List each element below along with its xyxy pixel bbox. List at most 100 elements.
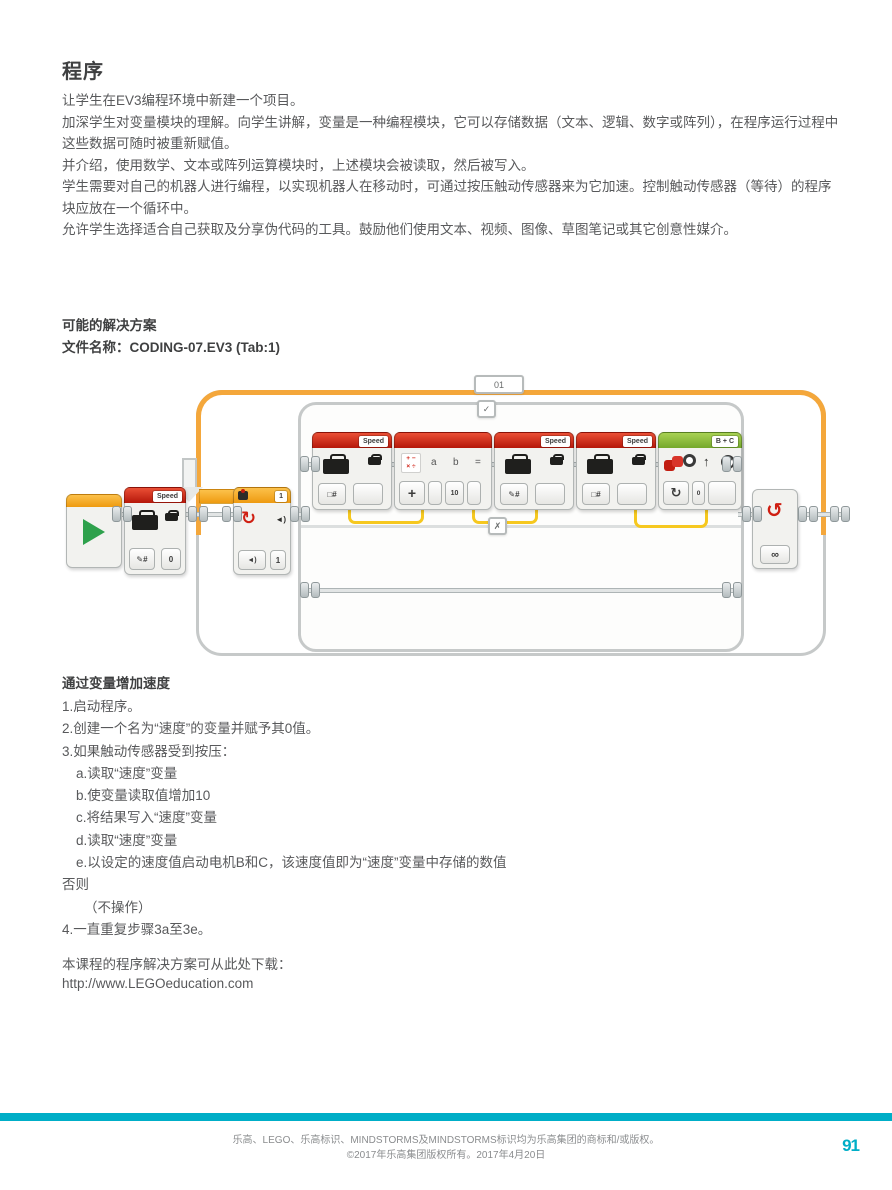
start-block — [66, 494, 122, 568]
loop-end-block: ↺ ∞ — [752, 489, 798, 569]
pressed-state-icon: ◄) — [275, 515, 286, 524]
intro-paragraph: 让学生在EV3编程环境中新建一个项目。 — [62, 93, 304, 108]
false-branch-wire — [301, 588, 741, 593]
start-block-cap — [66, 494, 122, 507]
variable-block-header: Speed — [312, 432, 392, 448]
data-wire — [634, 510, 708, 528]
intro-paragraph: 允许学生选择适合自己获取及分享伪代码的工具。鼓励他们使用文本、视频、图像、草图笔… — [62, 222, 737, 237]
sequence-wire — [792, 512, 850, 517]
wire-plug — [300, 582, 320, 598]
wire-plug — [112, 506, 132, 522]
math-a-label: a — [431, 457, 437, 468]
pseudocode-line: b.使变量读取值增加10 — [76, 788, 211, 804]
wait-state-button: ◄) — [238, 550, 266, 570]
footer-trademark: 乐高、LEGO、乐高标识、MINDSTORMS及MINDSTORMS标识均为乐高… — [232, 1135, 660, 1146]
wait-port-tab: 1 — [275, 490, 287, 502]
loop-start-pad — [199, 489, 235, 504]
solution-heading: 可能的解决方案 — [62, 318, 157, 333]
variable-icon — [132, 510, 158, 530]
plus-mode-button: + — [399, 481, 425, 505]
variable-name-tab: Speed — [358, 435, 388, 447]
switch-true-tab: ✓ — [477, 400, 496, 418]
wait-touch-sensor-block: 1 ↻ ◄) ◄) 1 — [233, 487, 291, 575]
pseudocode-line: e.以设定的速度值启动电机B和C，该速度值即为“速度”变量中存储的数值 — [76, 855, 507, 871]
pseudocode-line: c.将结果写入“速度”变量 — [76, 810, 217, 826]
write-numeric-mode-button: ✎# — [129, 548, 155, 570]
pseudocode-line: d.读取“速度”变量 — [76, 832, 178, 848]
pseudocode-list: 1.启动程序。 2.创建一个名为“速度”的变量并赋予其0值。 3.如果触动传感器… — [62, 696, 842, 941]
variable-value-plug: 0 — [161, 548, 181, 570]
touch-sensor-icon — [238, 489, 248, 500]
file-name: 文件名称：CODING-07.EV3 (Tab:1) — [62, 340, 281, 355]
on-mode-button: ↻ — [663, 481, 689, 505]
variable-block-header: Speed — [494, 432, 574, 448]
wire-plug — [188, 506, 208, 522]
download-link[interactable]: http://www.LEGOeducation.com — [62, 976, 254, 991]
move-block-header: B + C — [658, 432, 742, 448]
change-mode-icon: ↻ — [241, 508, 257, 528]
math-equals-label: = — [475, 457, 481, 468]
math-result-plug — [467, 481, 481, 505]
math-a-input-plug — [428, 481, 442, 505]
switch-branch-divider — [301, 525, 741, 528]
pseudocode-line: 2.创建一个名为“速度”的变量并赋予其0值。 — [62, 721, 320, 737]
wire-plug — [722, 456, 742, 472]
loop-repeat-icon: ↺ — [766, 500, 783, 522]
variable-small-icon — [632, 454, 646, 465]
variable-name-tab: Speed — [622, 435, 652, 447]
wire-plug — [290, 506, 310, 522]
play-icon — [83, 519, 105, 545]
intro-text: 让学生在EV3编程环境中新建一个项目。 加深学生对变量模块的理解。向学生讲解，变… — [62, 90, 842, 241]
switch-false-tab: ✗ — [488, 517, 507, 535]
variable-output-plug — [617, 483, 647, 505]
variable-icon — [323, 454, 349, 474]
direction-arrow-icon: ↑ — [703, 454, 710, 469]
wire-plug — [742, 506, 762, 522]
variable-small-icon — [550, 454, 564, 465]
variable-output-plug — [353, 483, 383, 505]
math-block-header — [394, 432, 492, 448]
move-steering-block: B + C ↑ ↻ 0 — [658, 432, 742, 510]
intro-paragraph: 加深学生对变量模块的理解。向学生讲解，变量是一种编程模块，它可以存储数据（文本、… — [62, 114, 839, 152]
write-numeric-mode-button: ✎# — [500, 483, 528, 505]
pseudocode-line: 否则 — [62, 877, 89, 893]
steering-value-plug: 0 — [692, 481, 705, 505]
variable-small-icon — [368, 454, 382, 465]
data-wire — [348, 510, 424, 524]
footer-accent-bar — [0, 1113, 892, 1121]
variable-write-block-initial: Speed ✎# 0 — [124, 487, 186, 575]
variable-icon — [587, 454, 613, 474]
entry-arrow-icon — [182, 458, 197, 488]
loop-forever-button: ∞ — [760, 545, 790, 564]
footer-copyright: ©2017年乐高集团版权所有。2017年4月20日 — [346, 1150, 546, 1161]
pseudocode-line: a.读取“速度”变量 — [76, 765, 178, 781]
math-b-value-plug: 10 — [445, 481, 464, 505]
download-label: 本课程的程序解决方案可从此处下载： — [62, 957, 292, 972]
ev3-program-diagram: 01 ✓ ✗ — [0, 368, 892, 668]
sequence-wire — [180, 512, 240, 517]
wire-plug — [300, 456, 320, 472]
pseudocode-line: 4.一直重复步骤3a至3e。 — [62, 921, 212, 937]
math-b-label: b — [453, 457, 459, 468]
read-numeric-mode-button: □# — [582, 483, 610, 505]
variable-name-tab: Speed — [152, 490, 182, 502]
page-number: 91 — [842, 1136, 860, 1155]
page-title: 程序 — [62, 61, 104, 83]
variable-block-header: Speed — [124, 487, 186, 503]
variable-input-plug — [535, 483, 565, 505]
wait-block-header: 1 — [233, 487, 291, 503]
pseudocode-line: （不操作） — [84, 899, 152, 915]
move-ports-tab: B + C — [711, 435, 738, 447]
power-input-plug — [708, 481, 736, 505]
variable-icon — [505, 454, 531, 474]
variable-write-block: Speed ✎# — [494, 432, 574, 510]
variable-read-block-1: Speed □# — [312, 432, 392, 510]
intro-paragraph: 并介绍，使用数学、文本或阵列运算模块时，上述模块会被读取，然后被写入。 — [62, 157, 535, 173]
loop-name-tab: 01 — [474, 375, 524, 394]
wire-plug — [222, 506, 242, 522]
steering-motors-icon — [664, 454, 696, 471]
wait-value-plug: 1 — [270, 550, 286, 570]
intro-paragraph: 学生需要对自己的机器人进行编程，以实现机器人在移动时，可通过按压触动传感器来为它… — [62, 179, 832, 216]
variable-read-block-2: Speed □# — [576, 432, 656, 510]
